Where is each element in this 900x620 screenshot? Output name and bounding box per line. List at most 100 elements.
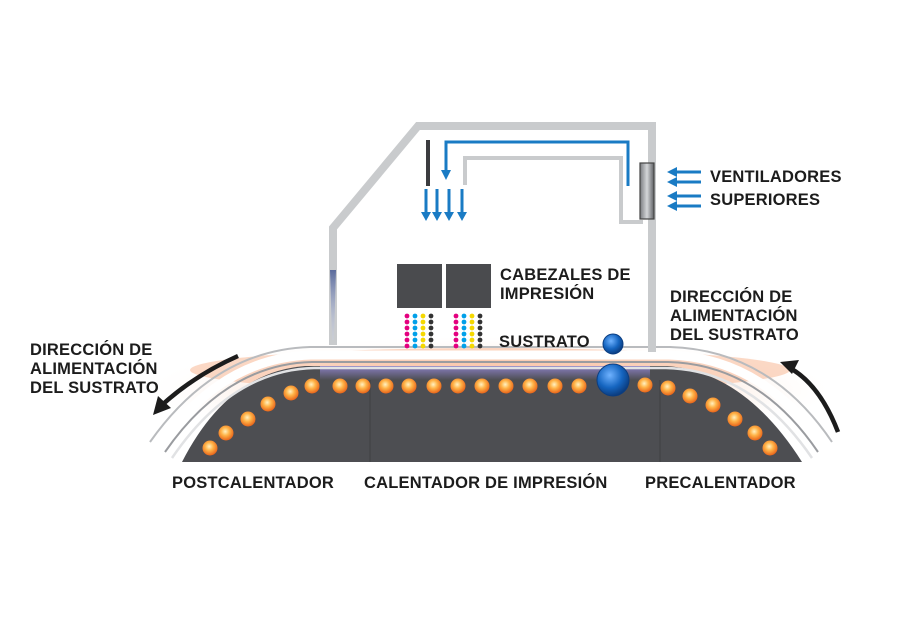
top-fans-label: VENTILADORES SUPERIORES xyxy=(710,168,842,210)
ink-droplet xyxy=(412,343,418,349)
feed-left-line: ALIMENTACIÓN xyxy=(30,360,158,378)
substrate-label: SUSTRATO xyxy=(499,333,590,352)
ink-droplet xyxy=(453,337,459,343)
heater-element xyxy=(705,397,721,413)
heater-element xyxy=(762,440,778,456)
heater-element xyxy=(522,378,538,394)
arrowhead-icon xyxy=(432,212,442,221)
ink-droplet xyxy=(420,325,426,331)
heater-element xyxy=(450,378,466,394)
ink-droplet xyxy=(412,331,418,337)
ink-droplet xyxy=(477,331,483,337)
arrowhead-icon xyxy=(444,212,454,221)
inner-duct xyxy=(463,156,643,224)
heater-element xyxy=(637,377,653,393)
ink-droplet xyxy=(477,319,483,325)
ink-droplet xyxy=(461,331,467,337)
ink-droplet xyxy=(412,337,418,343)
feed-right-line: DIRECCIÓN DE xyxy=(670,288,793,306)
heater-element xyxy=(747,425,763,441)
substrate-label-text: SUSTRATO xyxy=(499,333,590,351)
heater-element xyxy=(401,378,417,394)
ink-droplet xyxy=(477,325,483,331)
ink-droplet xyxy=(461,337,467,343)
feed-direction-left-arrow-icon xyxy=(160,353,239,407)
airflow-path-icon xyxy=(444,140,630,186)
arrowhead-icon xyxy=(421,212,431,221)
ink-droplet xyxy=(428,343,434,349)
feed-right-line: ALIMENTACIÓN xyxy=(670,307,798,325)
airflow-arrows xyxy=(424,140,630,214)
ink-droplet xyxy=(461,325,467,331)
ink-drops xyxy=(404,313,483,349)
print-heater-elements xyxy=(332,378,587,394)
platen-outer-line xyxy=(149,346,833,443)
feed-left-line: DEL SUSTRATO xyxy=(30,379,159,397)
ink-droplet xyxy=(404,313,410,319)
platen-inner-line xyxy=(164,361,819,453)
arrowhead-icon xyxy=(153,396,171,415)
heater-element xyxy=(571,378,587,394)
ink-droplet xyxy=(461,343,467,349)
heater-element xyxy=(260,396,276,412)
ink-droplet xyxy=(469,325,475,331)
arrowhead-icon xyxy=(667,177,677,187)
ink-droplet xyxy=(453,319,459,325)
heater-element xyxy=(682,388,698,404)
heater-element xyxy=(202,440,218,456)
airflow-arrowheads xyxy=(421,170,467,221)
ink-droplet xyxy=(469,343,475,349)
top-fans-label-line: VENTILADORES xyxy=(710,168,842,186)
platen-white-band xyxy=(154,350,829,451)
preheater-label: PRECALENTADOR xyxy=(645,474,796,493)
arrowhead-icon xyxy=(780,360,799,374)
heater-element xyxy=(218,425,234,441)
arrowhead-icon xyxy=(441,170,451,180)
arrowhead-icon xyxy=(667,167,677,177)
ink-droplet xyxy=(404,325,410,331)
print-heater-label: CALENTADOR DE IMPRESIÓN xyxy=(364,474,608,493)
ink-droplet xyxy=(469,319,475,325)
ink-droplet xyxy=(461,313,467,319)
arrowhead-icon xyxy=(457,212,467,221)
ink-droplet xyxy=(420,331,426,337)
heater-body-shade xyxy=(369,380,661,462)
ink-droplet xyxy=(428,331,434,337)
intake-arrowheads xyxy=(667,167,677,211)
ink-droplet xyxy=(477,313,483,319)
ink-droplet xyxy=(412,319,418,325)
ink-droplet xyxy=(412,313,418,319)
ink-droplet xyxy=(412,325,418,331)
heater-element xyxy=(304,378,320,394)
ink-droplet xyxy=(428,337,434,343)
ink-droplet xyxy=(420,313,426,319)
heater-element xyxy=(355,378,371,394)
ink-droplet xyxy=(420,337,426,343)
ink-droplet xyxy=(404,343,410,349)
ink-droplet xyxy=(404,331,410,337)
heater-body xyxy=(182,366,802,462)
heater-element xyxy=(378,378,394,394)
fan-intake-arrows xyxy=(675,170,701,208)
print-heater-band xyxy=(320,366,650,380)
print-heater-label-text: CALENTADOR DE IMPRESIÓN xyxy=(364,474,608,492)
arrowhead-icon xyxy=(667,201,677,211)
postheater-elements xyxy=(202,378,320,456)
heater-element xyxy=(240,411,256,427)
heater-element xyxy=(727,411,743,427)
heater-element xyxy=(283,385,299,401)
preheater-label-text: PRECALENTADOR xyxy=(645,474,796,492)
feed-direction-left-label: DIRECCIÓN DE ALIMENTACIÓN DEL SUSTRATO xyxy=(30,341,159,398)
printheads-label-line: CABEZALES DE xyxy=(500,266,631,284)
ink-droplet xyxy=(420,343,426,349)
feed-direction-right-arrow-icon xyxy=(788,366,841,433)
printhead-2 xyxy=(446,264,491,308)
heater-element xyxy=(547,378,563,394)
printheads-label-line: IMPRESIÓN xyxy=(500,285,595,303)
top-fan-icon xyxy=(639,162,655,220)
pinch-roller-top xyxy=(602,333,624,355)
postheater-label: POSTCALENTADOR xyxy=(172,474,334,493)
ink-droplet xyxy=(469,331,475,337)
